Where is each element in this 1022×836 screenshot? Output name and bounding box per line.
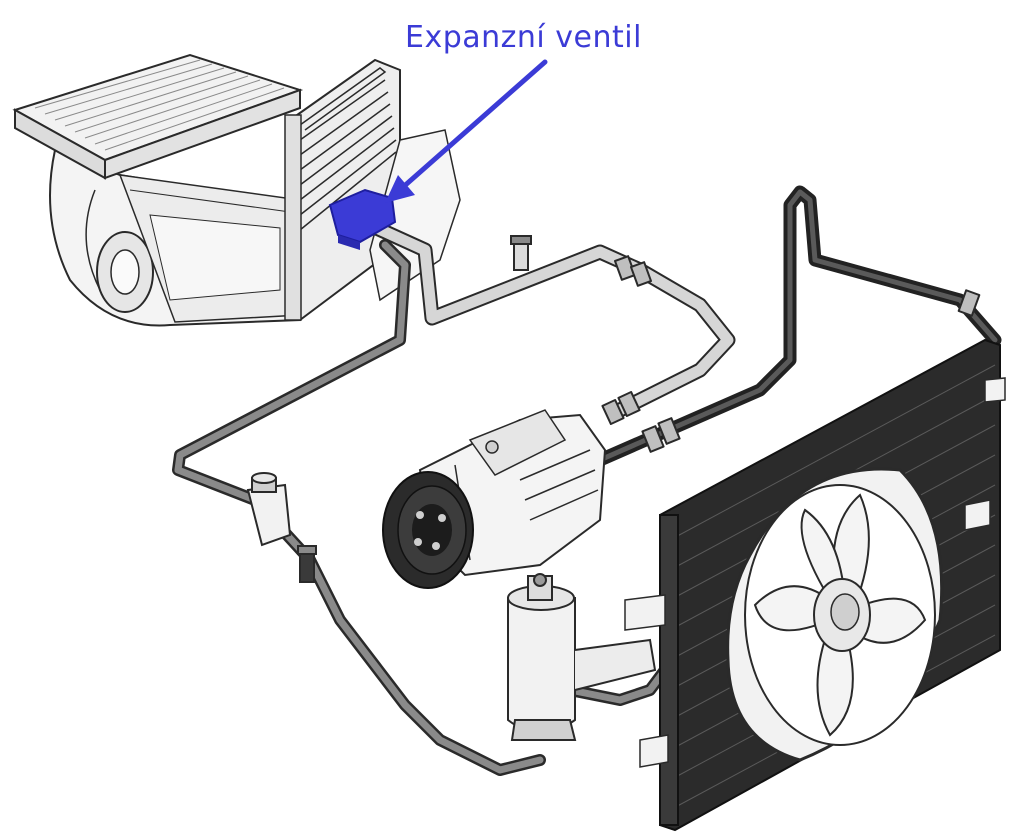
receiver-drier — [507, 573, 657, 741]
evaporator-housing — [12, 53, 461, 327]
service-port-upper — [510, 235, 532, 271]
pressure-switch — [246, 472, 292, 547]
service-port-lower — [297, 545, 317, 583]
expansion-valve — [328, 188, 397, 250]
callout-arrow — [385, 59, 548, 203]
compressor — [382, 409, 607, 589]
expansion-valve-label: Expanzní ventil — [405, 20, 642, 55]
cooling-fan — [726, 467, 944, 762]
